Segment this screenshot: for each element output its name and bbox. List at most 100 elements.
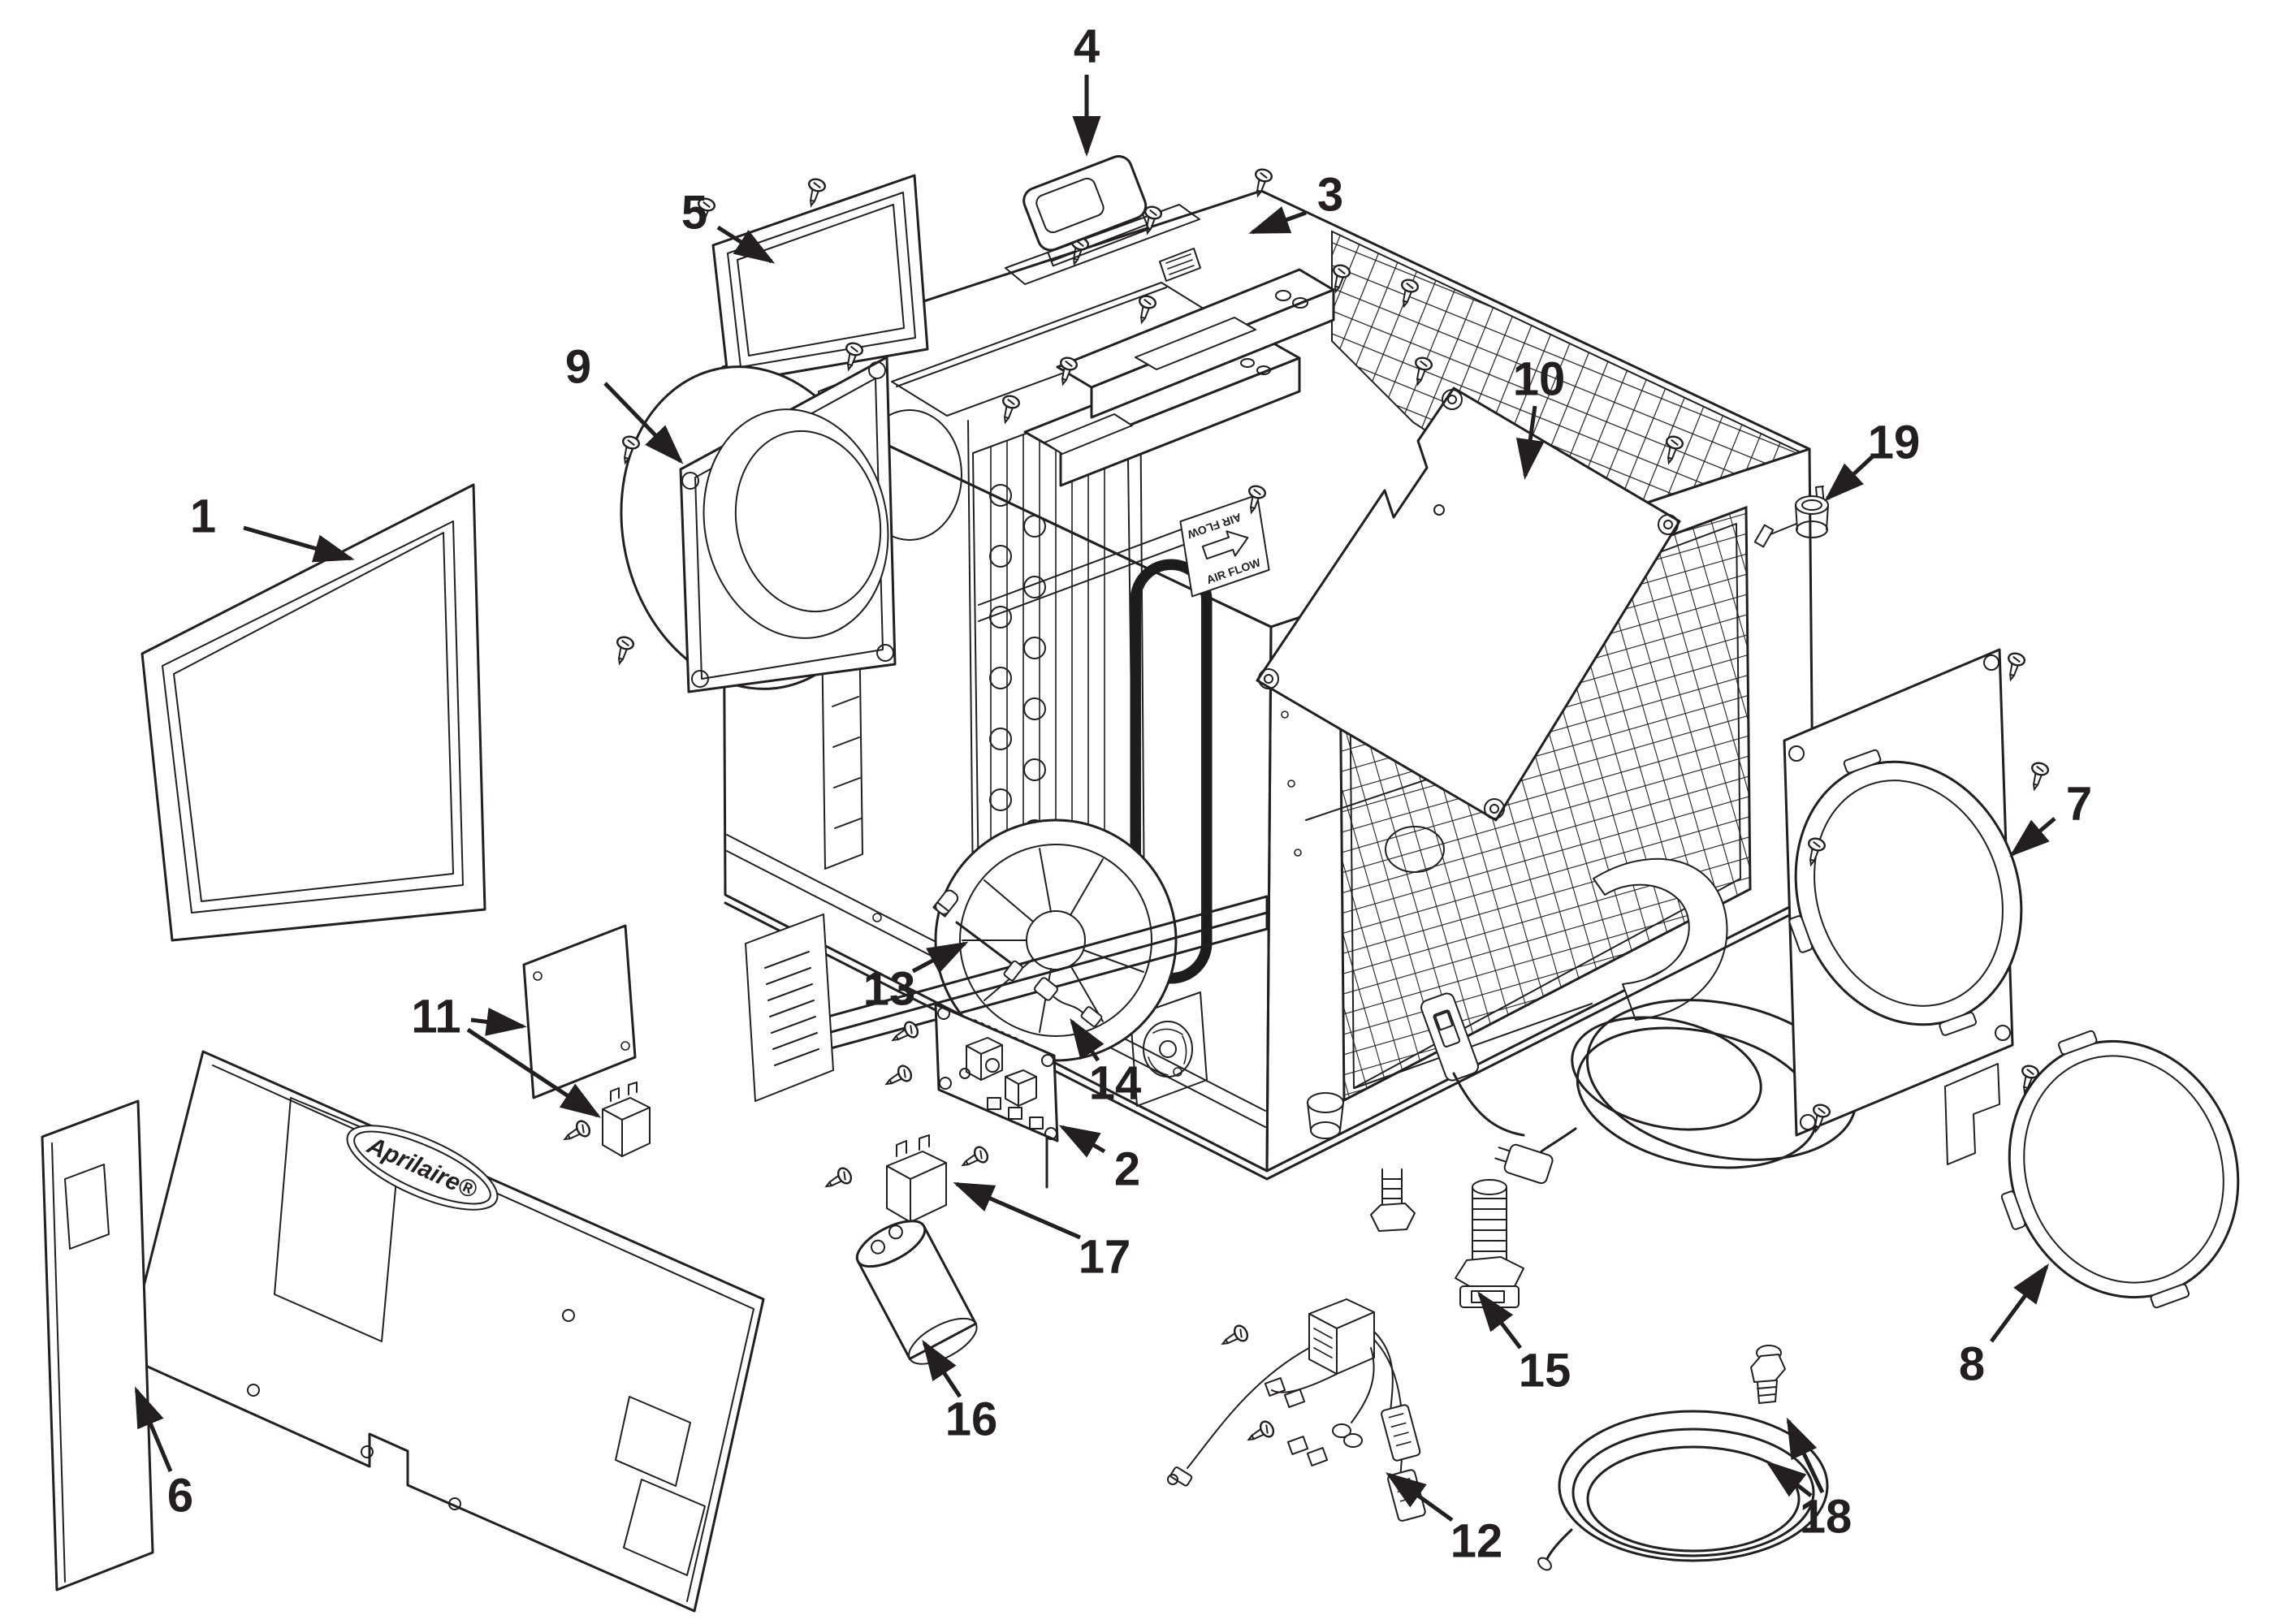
control-panel-display (1056, 268, 1335, 419)
air-flow-arrow-icon (1201, 530, 1249, 560)
screw-icon (560, 1117, 594, 1147)
callout-arrow (716, 225, 776, 264)
part-1-access-panel-frame (141, 483, 486, 942)
part-2-control-board (881, 1003, 1059, 1173)
power-switch (1420, 992, 1479, 1082)
opening-inner-lip (896, 287, 1167, 387)
door-screw (448, 1497, 461, 1510)
callout-9: 9 (565, 341, 684, 464)
callout-arrow (1385, 1472, 1454, 1522)
callout-number: 4 (1074, 20, 1100, 73)
callout-arrow (466, 1027, 602, 1118)
part-8-duct-collar-ring (2000, 1030, 2240, 1309)
callout-arrow (1058, 1125, 1106, 1158)
part-12-wiring-harness (1167, 1298, 1426, 1522)
blower-assembly (745, 818, 1269, 1189)
control-panel-base (1023, 336, 1301, 487)
part-6-side-panel (41, 1099, 154, 1592)
door-cutout (623, 1479, 706, 1576)
door-cutout (615, 1396, 691, 1487)
part-17-relay (821, 1134, 947, 1223)
callout-number: 1 (190, 490, 216, 543)
cabinet-front-opening (721, 365, 1273, 1173)
board-relay (1005, 1069, 1037, 1107)
callout-arrow (1766, 1460, 1813, 1497)
callout-number: 16 (945, 1393, 998, 1446)
front-door-panel: Aprilaire® (124, 1050, 765, 1613)
callout-number: 10 (1513, 353, 1566, 406)
callout-17: 17 (953, 1181, 1131, 1284)
part-16-capacitor (855, 1220, 978, 1365)
callout-arrow (922, 1339, 962, 1398)
callout-number: 11 (411, 991, 460, 1043)
callout-arrow (470, 1008, 527, 1036)
callout-number: 8 (1959, 1338, 1985, 1391)
callout-number: 19 (1868, 417, 1921, 469)
callout-4: 4 (1072, 20, 1101, 157)
power-plug (1494, 1143, 1554, 1185)
part-5-filter-frame (692, 174, 929, 385)
screw-icon (1217, 1322, 1252, 1352)
callout-1: 1 (190, 490, 355, 563)
callout-19: 19 (1824, 417, 1921, 502)
condensate-fan (1130, 991, 1208, 1107)
mounted-leveling-foot (1370, 1168, 1416, 1232)
hose-fitting (1750, 1345, 1786, 1404)
screw-icon (881, 1062, 915, 1092)
callout-arrow (1248, 206, 1307, 235)
callout-number: 12 (1450, 1515, 1503, 1568)
callout-14: 14 (1070, 1017, 1142, 1110)
door-screw (361, 1445, 374, 1458)
callout-number: 18 (1800, 1491, 1852, 1544)
coil-loop-bundle (1130, 559, 1213, 984)
screw-icon (958, 1143, 992, 1173)
callout-arrow (1786, 1417, 1825, 1494)
callout-arrow (603, 382, 684, 464)
screw-icon (821, 1164, 855, 1194)
shroud-bracket (1944, 1063, 2000, 1165)
part-10-top-cover-plate (1256, 387, 1681, 822)
screw-icon (2025, 760, 2051, 793)
spec-label (1159, 248, 1201, 282)
callout-number: 3 (1317, 169, 1343, 222)
callout-number: 7 (2066, 778, 2092, 831)
air-flow-label: AIR FLOW AIR FLOW (1179, 494, 1270, 598)
callout-7: 7 (2009, 778, 2092, 857)
relay-small (602, 1082, 651, 1157)
compressor-hole (1385, 826, 1445, 873)
callout-arrow (911, 941, 969, 974)
callout-6: 6 (134, 1386, 193, 1522)
callout-arrow (1515, 405, 1545, 480)
callout-arrow (1070, 1017, 1105, 1062)
callout-number: 2 (1114, 1143, 1140, 1196)
callout-arrow (243, 525, 355, 563)
callout-2: 2 (1058, 1125, 1140, 1196)
part-19-sensor (1753, 486, 1829, 548)
callout-arrow (134, 1386, 173, 1472)
callout-number: 14 (1089, 1057, 1142, 1110)
door-screw (562, 1309, 575, 1322)
callout-16: 16 (922, 1339, 998, 1446)
part-4-control-cover (1022, 154, 1150, 267)
callout-11: 11 (411, 991, 602, 1118)
callout-8: 8 (1959, 1263, 2049, 1391)
callout-number: 13 (863, 963, 916, 1016)
callout-number: 5 (681, 187, 707, 240)
callout-18: 18 (1766, 1417, 1852, 1544)
callout-number: 15 (1519, 1345, 1571, 1397)
part-11-relay-and-plate (522, 924, 651, 1157)
callout-5: 5 (681, 187, 776, 264)
part-18-drain-hose (1537, 1345, 1829, 1571)
callout-number: 17 (1079, 1231, 1131, 1284)
power-cord (1452, 999, 1857, 1185)
callout-15: 15 (1476, 1291, 1571, 1397)
callout-arrow (1989, 1263, 2049, 1343)
cabinet-top-details: AIR FLOW AIR FLOW (891, 166, 1685, 598)
callout-number: 6 (167, 1470, 193, 1522)
part-9-fan-inlet-housing (611, 356, 897, 693)
part-13-float-rod (932, 889, 1023, 982)
callout-arrow (1476, 1291, 1522, 1350)
